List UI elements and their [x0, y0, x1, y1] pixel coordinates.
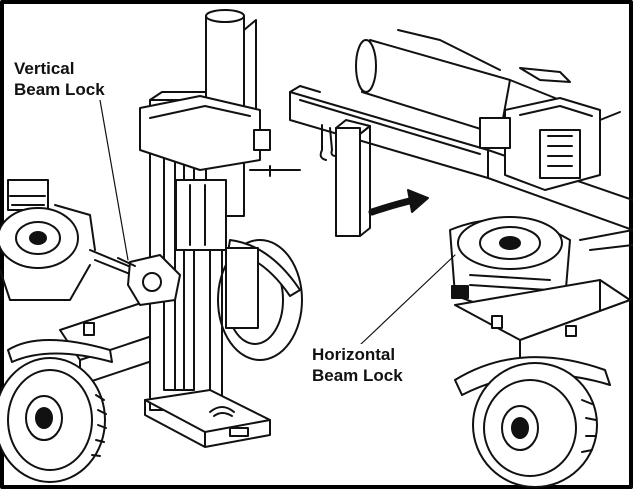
vertical-beam-lock-label-line2: Beam Lock — [14, 79, 105, 100]
vertical-beam-lock-label: Vertical Beam Lock — [12, 58, 107, 100]
vertical-beam-lock-label-line1: Vertical — [14, 58, 105, 79]
horizontal-beam-lock-label-line1: Horizontal — [312, 344, 403, 365]
horizontal-beam-lock-label: Horizontal Beam Lock — [310, 344, 405, 386]
horizontal-beam-lock-label-line2: Beam Lock — [312, 365, 403, 386]
